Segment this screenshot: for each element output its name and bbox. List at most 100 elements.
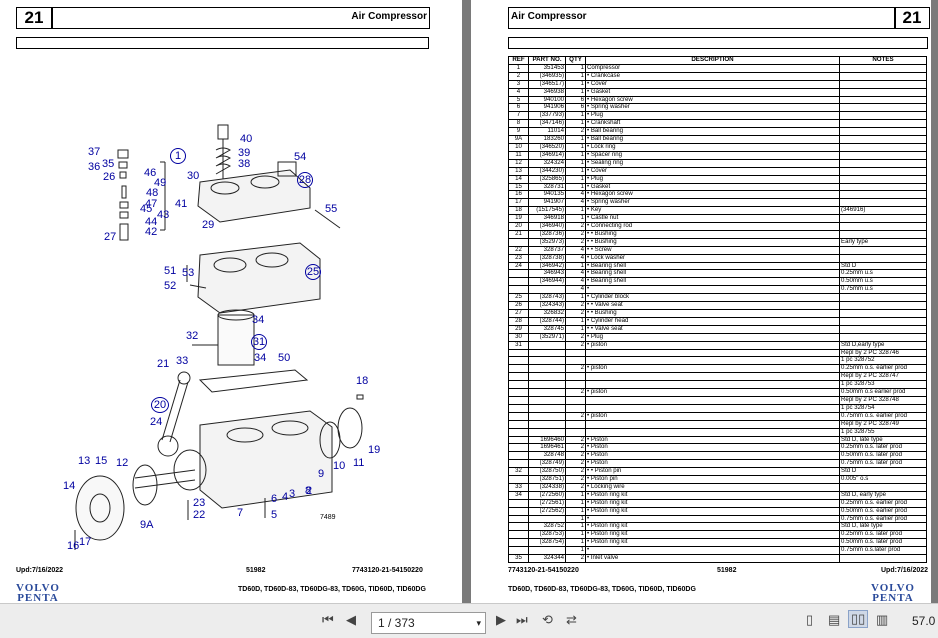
two-page-view-icon[interactable]: ▯▯ — [848, 610, 869, 628]
table-cell-pno — [528, 372, 566, 382]
callout-48: 48 — [146, 187, 159, 199]
table-cell-desc: • Piston ring kit — [585, 538, 840, 548]
table-cell-notes — [839, 332, 927, 342]
table-row: Repl by 2 PC 328749 — [508, 419, 927, 429]
callout-36: 36 — [88, 161, 101, 173]
table-cell-notes: 0.75mm o.s. later prod — [839, 459, 927, 469]
table-cell-qty: 1 — [565, 206, 586, 216]
table-cell-qty: 2 — [565, 467, 586, 477]
table-cell-desc — [585, 427, 840, 437]
table-cell-desc: • — [585, 285, 840, 295]
table-cell-qty: 1 — [565, 71, 586, 81]
callout-26: 26 — [103, 171, 116, 183]
table-cell-pno: (328743) — [528, 293, 566, 303]
table-cell-notes — [839, 182, 927, 192]
zoom-level[interactable]: 57.0 — [912, 614, 936, 628]
table-cell-desc: • Crankcase — [585, 71, 840, 81]
table-cell-qty: 2 — [565, 482, 586, 492]
table-cell-pno: (337793) — [528, 111, 566, 121]
table-cell-desc — [585, 380, 840, 390]
table-cell-ref: 4 — [508, 87, 529, 97]
table-cell-notes: 1 pc 328755 — [839, 427, 927, 437]
table-cell-notes — [839, 166, 927, 176]
table-cell-desc: • Spacer ring — [585, 150, 840, 160]
table-cell-pno: 328745 — [528, 324, 566, 334]
table-cell-notes — [839, 71, 927, 81]
table-cell-desc: • Piston ring kit — [585, 530, 840, 540]
table-cell-pno: (346520) — [528, 142, 566, 152]
table-cell-pno: 328748 — [528, 451, 566, 461]
next-page-icon[interactable]: ▶ — [496, 612, 506, 627]
rotate-page-icon[interactable]: ⟲ — [542, 612, 553, 627]
table-cell-pno: 346938 — [528, 87, 566, 97]
table-cell-qty: 2 — [565, 222, 586, 231]
table-cell-qty — [565, 427, 586, 437]
table-cell-ref — [508, 506, 529, 516]
table-cell-qty: 2 — [565, 301, 586, 310]
table-cell-ref — [508, 269, 529, 279]
table-cell-desc: • Lock ring — [585, 142, 840, 152]
table-cell-ref: 16 — [508, 190, 529, 200]
callout-33: 33 — [176, 355, 189, 367]
table-cell-notes — [839, 293, 927, 303]
last-page-icon[interactable]: ⏭ — [516, 612, 528, 627]
table-cell-desc: • Cover — [585, 166, 840, 176]
table-cell-desc — [585, 356, 840, 366]
table-cell-pno: (352973) — [528, 237, 566, 247]
table-cell-pno — [528, 285, 566, 295]
table-cell-desc: • — [585, 546, 840, 556]
table-cell-ref — [508, 411, 529, 421]
table-cell-desc: • Hexagon screw — [585, 95, 840, 105]
previous-page-icon[interactable]: ◀ — [346, 612, 356, 627]
table-cell-ref — [508, 372, 529, 382]
replace-page-icon[interactable]: ⇄ — [566, 612, 577, 627]
table-cell-qty: 1 — [565, 324, 586, 334]
table-cell-desc: • Inlet valve — [585, 554, 840, 563]
page-code: 51982 — [246, 567, 266, 574]
table-cell-ref: 24 — [508, 261, 529, 271]
table-cell-qty: 4 — [565, 277, 586, 287]
table-cell-ref: 13 — [508, 166, 529, 176]
section-title: Air Compressor — [511, 11, 587, 22]
table-cell-qty: 2 — [565, 451, 586, 461]
table-cell-desc: • • Bushing — [585, 229, 840, 239]
table-cell-notes — [839, 482, 927, 492]
table-row: 1 pc 328754 — [508, 403, 927, 413]
table-cell-pno: 346918 — [528, 214, 566, 224]
table-cell-desc: • Bearing shell — [585, 277, 840, 287]
table-cell-desc: • Piston pin — [585, 475, 840, 484]
table-cell-ref: 27 — [508, 309, 529, 318]
table-cell-pno: (272562) — [528, 506, 566, 516]
table-cell-notes — [839, 150, 927, 160]
page-number-input[interactable]: 1 / 373 ▾ — [371, 612, 486, 634]
page-dropdown-icon[interactable]: ▾ — [476, 618, 481, 628]
table-cell-ref: 10 — [508, 142, 529, 152]
table-cell-notes: 1 pc 328753 — [839, 380, 927, 390]
table-cell-qty: 2 — [565, 443, 586, 453]
table-cell-notes — [839, 63, 927, 73]
callout-23: 23 — [193, 497, 206, 509]
continuous-view-icon[interactable]: ▤ — [828, 612, 841, 627]
table-cell-ref: 35 — [508, 554, 529, 563]
table-cell-qty: 1 — [565, 530, 586, 540]
callout-44: 44 — [145, 216, 158, 228]
table-cell-notes — [839, 222, 927, 231]
callout-16: 16 — [67, 540, 80, 552]
table-cell-desc — [585, 372, 840, 382]
table-cell-notes: 0.75mm u.s — [839, 285, 927, 295]
left-page: 21 Air Compressor — [0, 0, 462, 603]
table-cell-notes — [839, 253, 927, 263]
table-cell-qty: 2 — [565, 332, 586, 342]
two-page-continuous-view-icon[interactable]: ▥ — [876, 612, 889, 627]
first-page-icon[interactable]: ⏮ — [322, 612, 334, 627]
table-cell-pno — [528, 364, 566, 374]
table-cell-notes — [839, 103, 927, 113]
vertical-scrollbar[interactable] — [931, 0, 938, 603]
callout-12: 12 — [116, 457, 129, 469]
single-page-view-icon[interactable]: ▯ — [806, 612, 814, 627]
